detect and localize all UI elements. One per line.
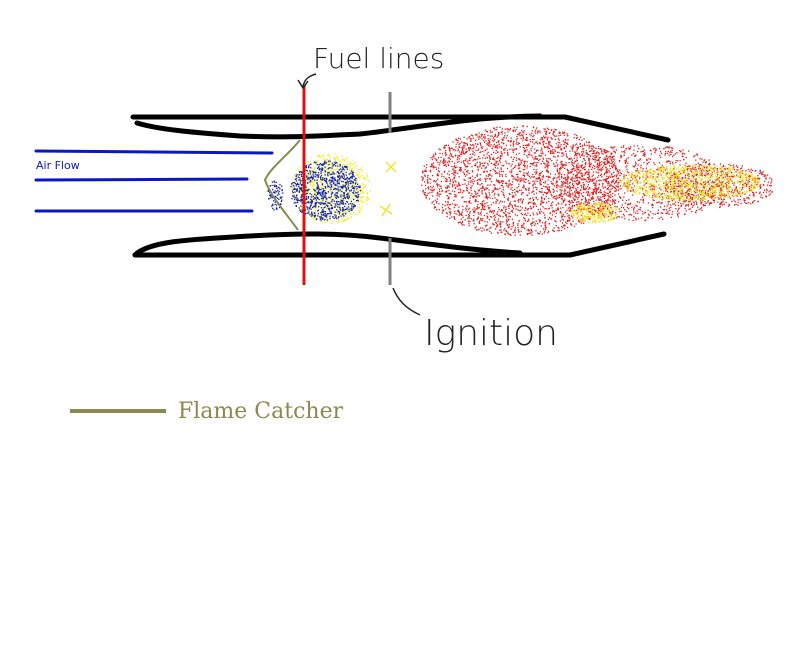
flame-cloud-red-main — [421, 125, 621, 236]
air-flow-line-1 — [34, 149, 274, 155]
spark-2 — [379, 203, 393, 217]
fuel-lines-pointer — [297, 73, 317, 90]
flame-cloud-yellow-low — [570, 202, 620, 224]
flame-particles — [267, 125, 774, 236]
engine-casing — [130, 113, 671, 258]
ignition-sparks — [379, 161, 397, 217]
casing-bottom-outer — [132, 231, 667, 258]
air-flow-lines — [34, 149, 274, 213]
air-flow-label: Air Flow — [36, 159, 80, 172]
casing-top-inner — [134, 113, 543, 140]
casing-top-outer — [130, 114, 671, 143]
air-flow-line-2 — [34, 177, 249, 182]
ignition-pointer — [392, 287, 421, 316]
fuel-cloud-blue — [290, 160, 362, 221]
casing-bottom-inner — [132, 231, 523, 258]
ignition-label: Ignition — [424, 313, 558, 354]
fuel-lines-label: Fuel lines — [313, 42, 444, 75]
legend-flame-catcher-label: Flame Catcher — [178, 399, 344, 424]
spark-1 — [385, 161, 397, 173]
flame-cloud-yellow-tail — [620, 164, 760, 202]
flame-catcher-curve — [263, 139, 301, 231]
